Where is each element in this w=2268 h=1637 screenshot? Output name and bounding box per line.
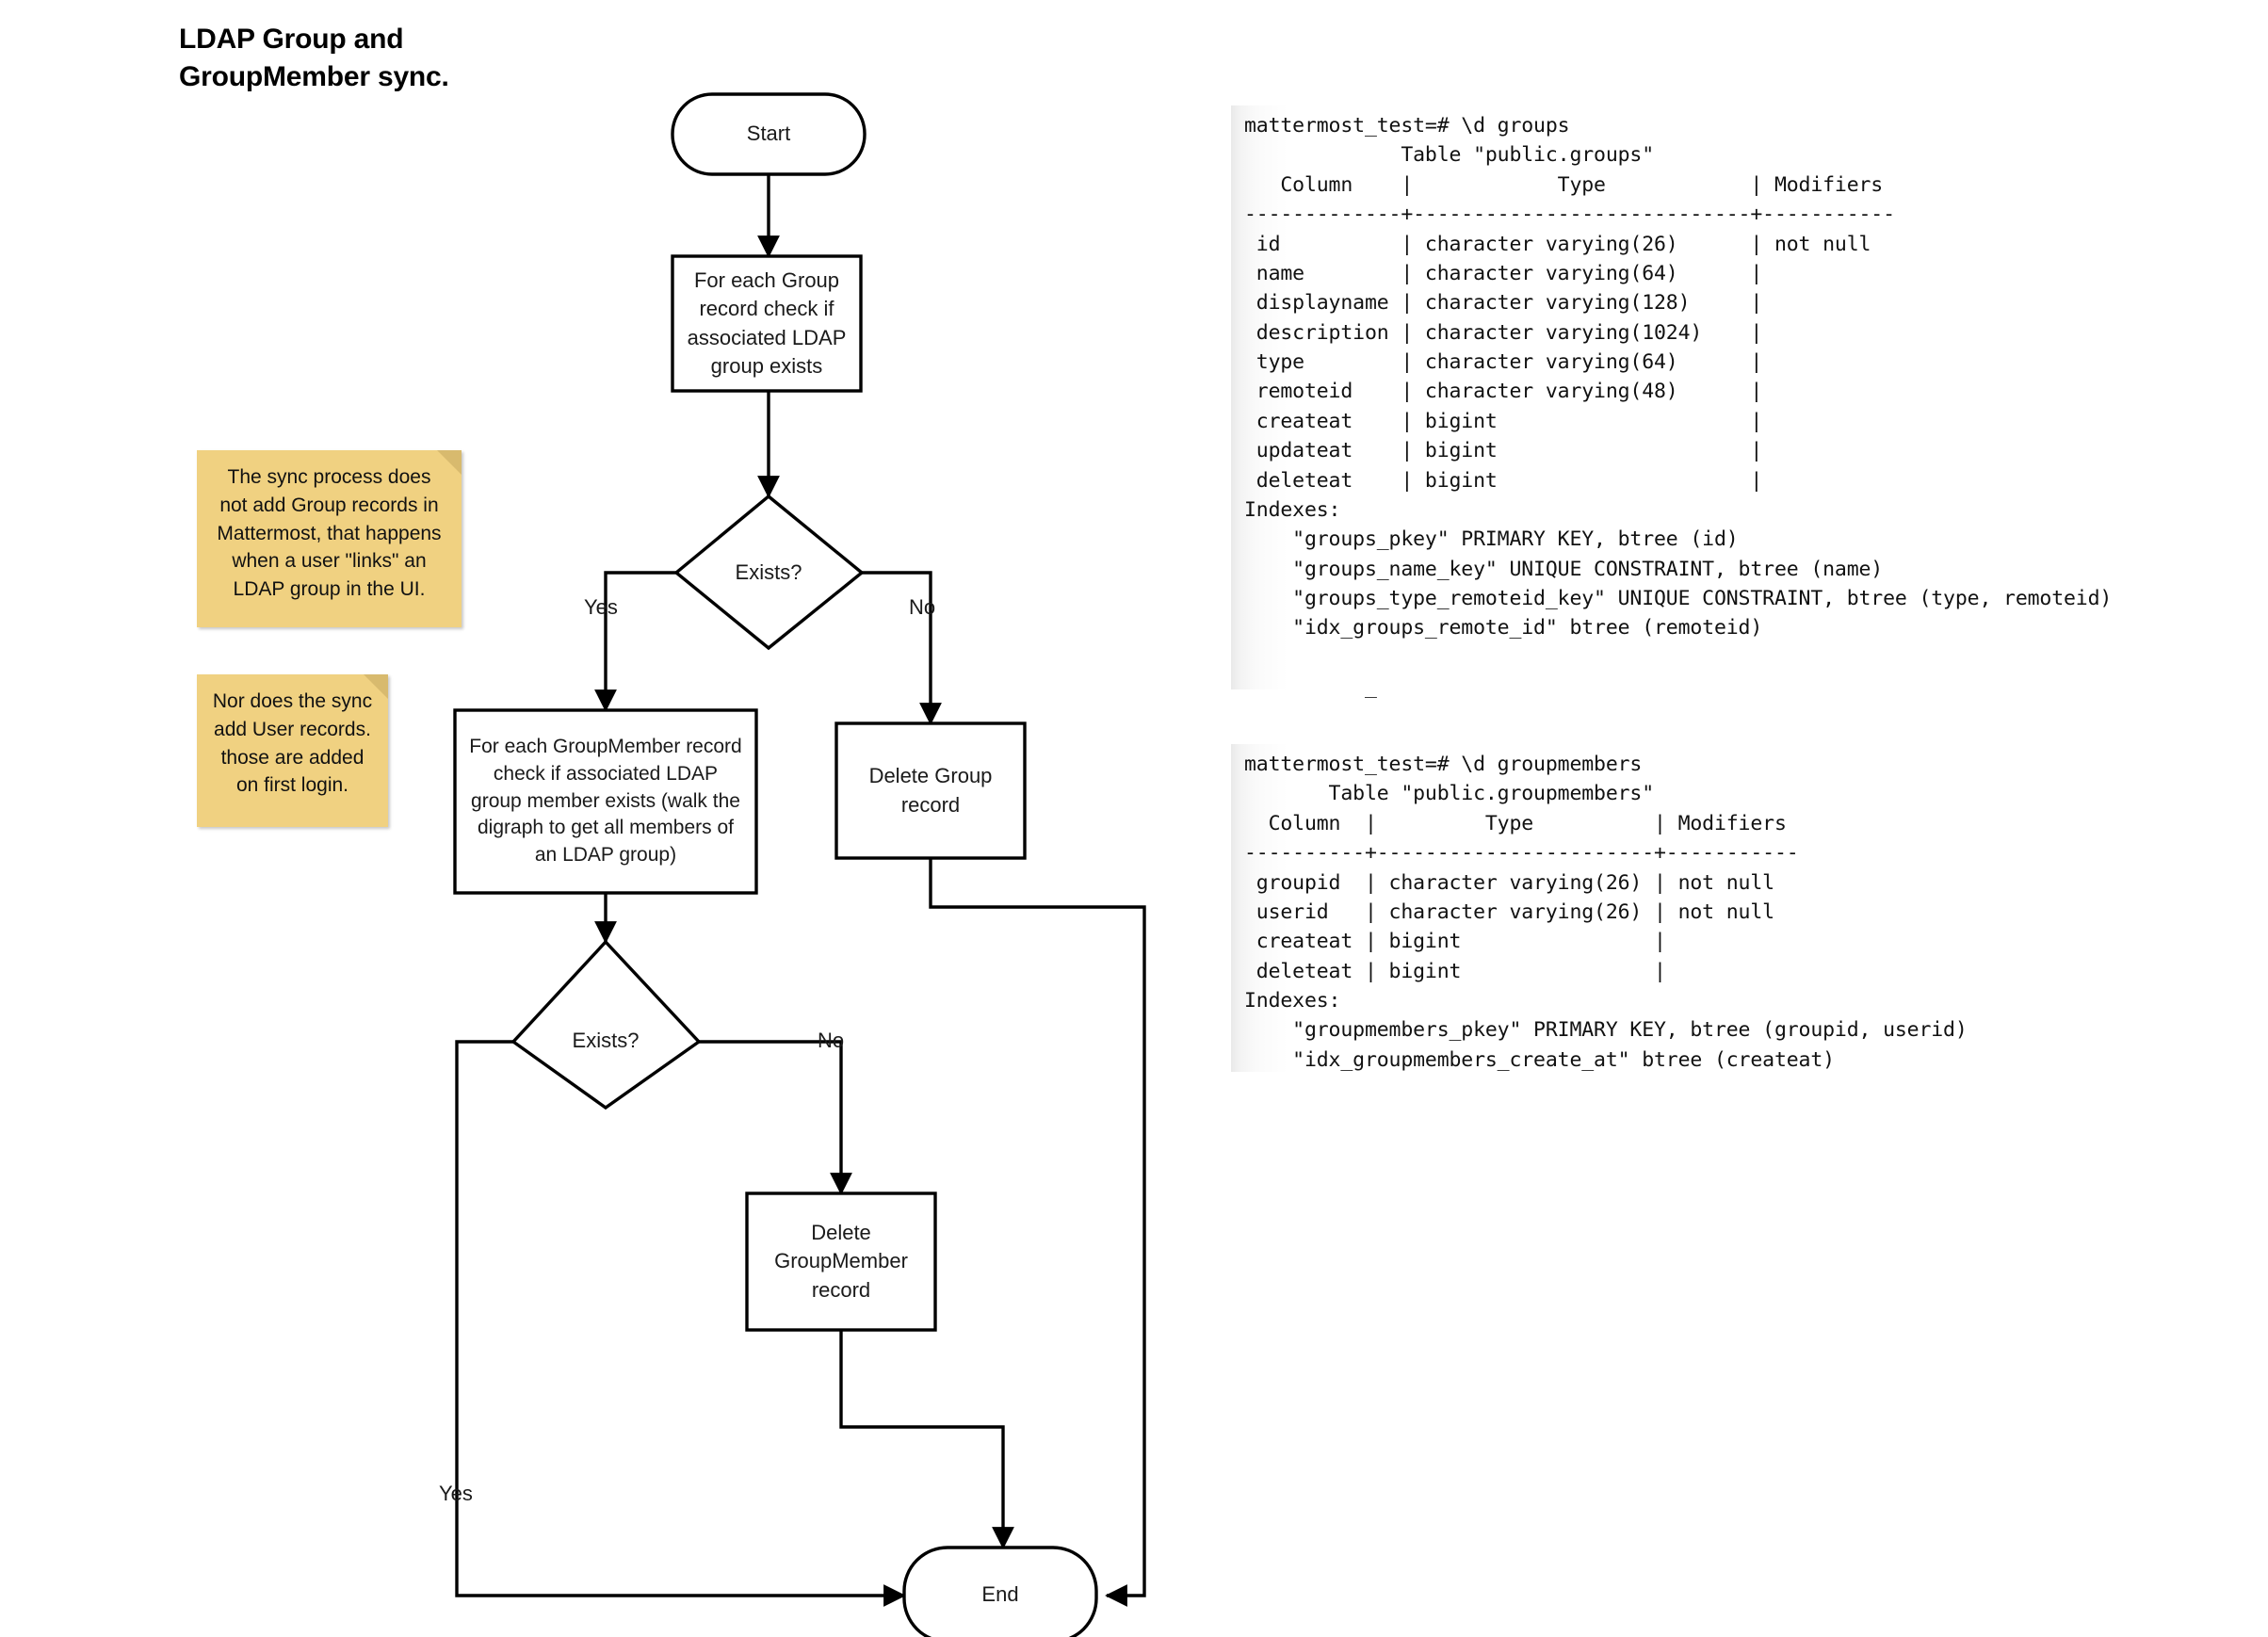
node-decision-member: [510, 939, 702, 1110]
node-decision-group: [673, 494, 865, 651]
node-delete-groupmember: [745, 1191, 937, 1332]
edge-label-group-no: No: [909, 595, 936, 619]
note-group-records: The sync process does not add Group reco…: [197, 450, 462, 627]
edge-label-group-yes: Yes: [584, 595, 618, 619]
node-check-group: [671, 254, 863, 393]
node-start: [671, 92, 867, 176]
psql-groups-output: mattermost_test=# \d groups Table "publi…: [1231, 105, 2187, 699]
page-title: LDAP Group and GroupMember sync.: [179, 24, 449, 92]
edge-label-member-yes: Yes: [439, 1482, 473, 1505]
node-end: [902, 1546, 1098, 1637]
note-user-records: Nor does the sync add User records. thos…: [197, 674, 388, 827]
note-user-records-text: Nor does the sync add User records. thos…: [212, 690, 373, 797]
note-group-records-text: The sync process does not add Group reco…: [217, 466, 442, 601]
psql-groupmembers-output: mattermost_test=# \d groupmembers Table …: [1231, 744, 2187, 1072]
node-delete-group: [834, 721, 1027, 860]
node-check-groupmember: [453, 708, 758, 895]
edge-label-member-no: No: [818, 1029, 845, 1052]
